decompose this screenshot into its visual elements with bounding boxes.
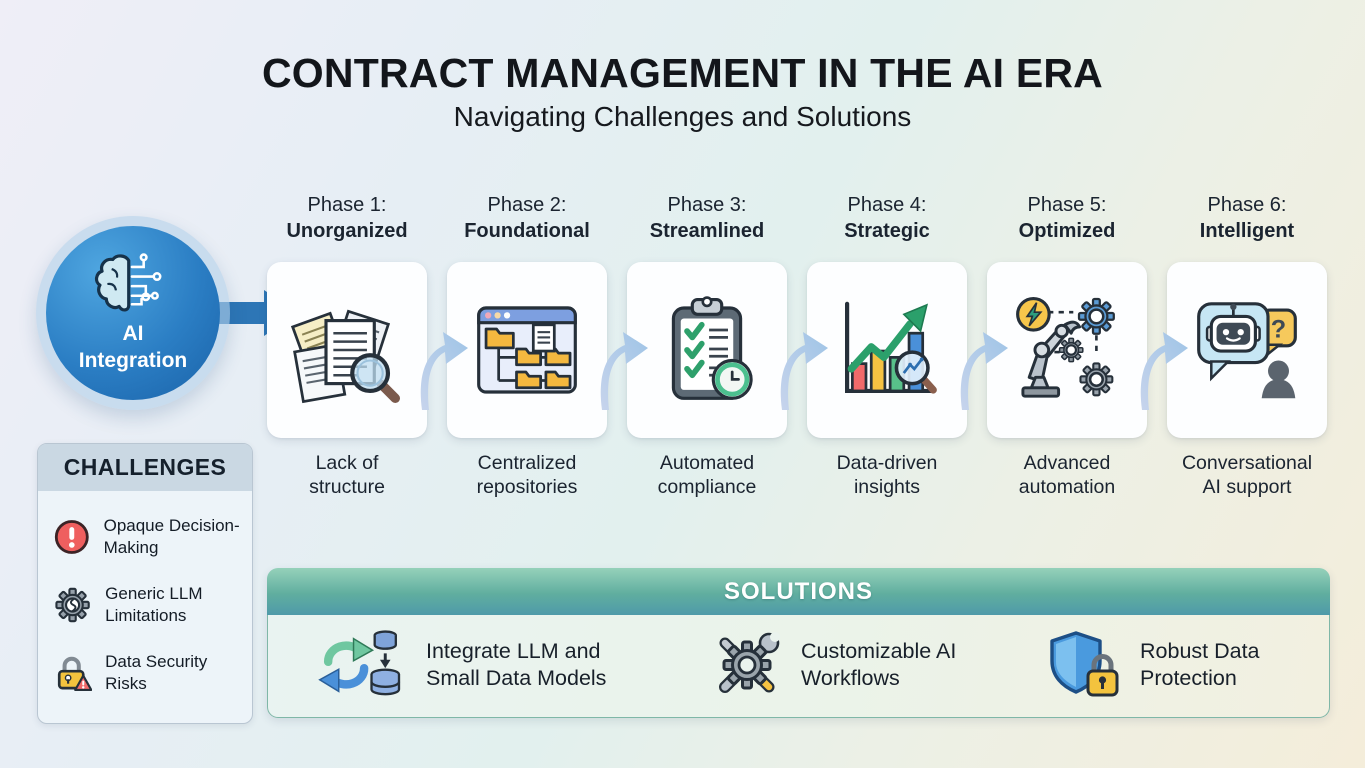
challenge-label: Generic LLM Limitations: [105, 584, 203, 626]
phase-4-caption: Data-driven insights: [836, 452, 938, 498]
broken-gear-icon: [55, 588, 90, 623]
solution-label: Customizable AI Workflows: [801, 639, 957, 690]
phase-6-name: Intelligent: [1199, 220, 1295, 243]
alert-circle-icon: [54, 520, 89, 555]
challenge-item-generic-llm-limitations: Generic LLM Limitations: [38, 583, 252, 627]
clipboard-checklist-clock-icon: [671, 296, 753, 400]
solution-item-integrate-llm: Integrate LLM and Small Data Models: [316, 615, 641, 715]
phase-2-name: Foundational: [464, 220, 590, 243]
phase-1-card: [267, 262, 427, 438]
hub-label: AI Integration: [78, 322, 188, 372]
phase-4-label: Phase 4:: [847, 194, 927, 216]
phase-4-name: Strategic: [844, 220, 930, 243]
brain-circuit-icon: [94, 253, 162, 312]
connector-arrow-icon: [1140, 332, 1188, 410]
connector-arrow-icon: [420, 332, 468, 410]
phase-3-label: Phase 3:: [667, 194, 747, 216]
solution-item-ai-workflows: Customizable AI Workflows: [711, 615, 966, 715]
phase-4-card: [807, 262, 967, 438]
challenge-label: Opaque Decision-Making: [103, 516, 240, 558]
phase-column-3: Phase 3: Streamlined Automated complia: [627, 192, 787, 500]
sync-database-icon: [318, 630, 401, 696]
phase-column-5: Phase 5: Optimized: [987, 192, 1147, 500]
phase-6-card: ?: [1167, 262, 1327, 438]
robot-arm-gears-icon: [1016, 296, 1115, 398]
phase-column-4: Phase 4: Strategic Data-driven insig: [807, 192, 967, 500]
phase-3-card: [627, 262, 787, 438]
phase-3-caption: Automated compliance: [657, 452, 757, 498]
page-subtitle: Navigating Challenges and Solutions: [453, 101, 912, 132]
bar-chart-growth-magnifier-icon: [845, 301, 937, 394]
folder-tree-window-icon: [477, 306, 577, 394]
lock-warning-icon: [57, 657, 93, 692]
ai-integration-hub: AI Integration: [36, 216, 230, 410]
documents-magnifier-icon: [290, 309, 401, 404]
challenges-panel: CHALLENGES Opaque Decision-Making Generi…: [37, 443, 253, 724]
phase-2-card: [447, 262, 607, 438]
solution-label: Robust Data Protection: [1140, 639, 1260, 690]
connector-arrow-icon: [600, 332, 648, 410]
phase-column-2: Phase 2: Foundational Centralized: [447, 192, 607, 500]
challenge-label: Data Security Risks: [105, 652, 208, 694]
shield-lock-icon: [1050, 631, 1119, 697]
challenge-item-data-security-risks: Data Security Risks: [38, 651, 252, 695]
phase-5-card: [987, 262, 1147, 438]
phase-5-caption: Advanced automation: [1018, 452, 1116, 498]
chatbot-conversation-icon: ?: [1197, 302, 1297, 399]
phase-1-name: Unorganized: [286, 220, 408, 243]
solution-label: Integrate LLM and Small Data Models: [426, 639, 607, 690]
phase-column-1: Phase 1: Unorganized Lack of structure: [267, 192, 427, 500]
phase-column-6: Phase 6: Intelligent ? Conv: [1167, 192, 1327, 500]
gear-tools-icon: [719, 632, 780, 693]
phase-6-label: Phase 6:: [1207, 194, 1287, 216]
challenge-item-opaque-decision-making: Opaque Decision-Making: [38, 515, 252, 559]
challenges-title: CHALLENGES: [38, 444, 252, 491]
solutions-title: SOLUTIONS: [267, 568, 1330, 615]
phase-2-caption: Centralized repositories: [476, 452, 578, 498]
page-title: CONTRACT MANAGEMENT IN THE AI ERA: [262, 50, 1103, 96]
solution-item-data-protection: Robust Data Protection: [1046, 615, 1290, 715]
phase-1-caption: Lack of structure: [309, 452, 385, 498]
phase-2-label: Phase 2:: [487, 194, 567, 216]
phase-1-label: Phase 1:: [307, 194, 387, 216]
phase-5-label: Phase 5:: [1027, 194, 1107, 216]
solutions-panel: SOLUTIONS: [267, 568, 1330, 718]
phase-5-name: Optimized: [1018, 220, 1116, 243]
svg-text:?: ?: [1271, 315, 1286, 343]
connector-arrow-icon: [780, 332, 828, 410]
phase-3-name: Streamlined: [649, 220, 765, 243]
connector-arrow-icon: [960, 332, 1008, 410]
phase-6-caption: Conversational AI support: [1181, 452, 1313, 498]
